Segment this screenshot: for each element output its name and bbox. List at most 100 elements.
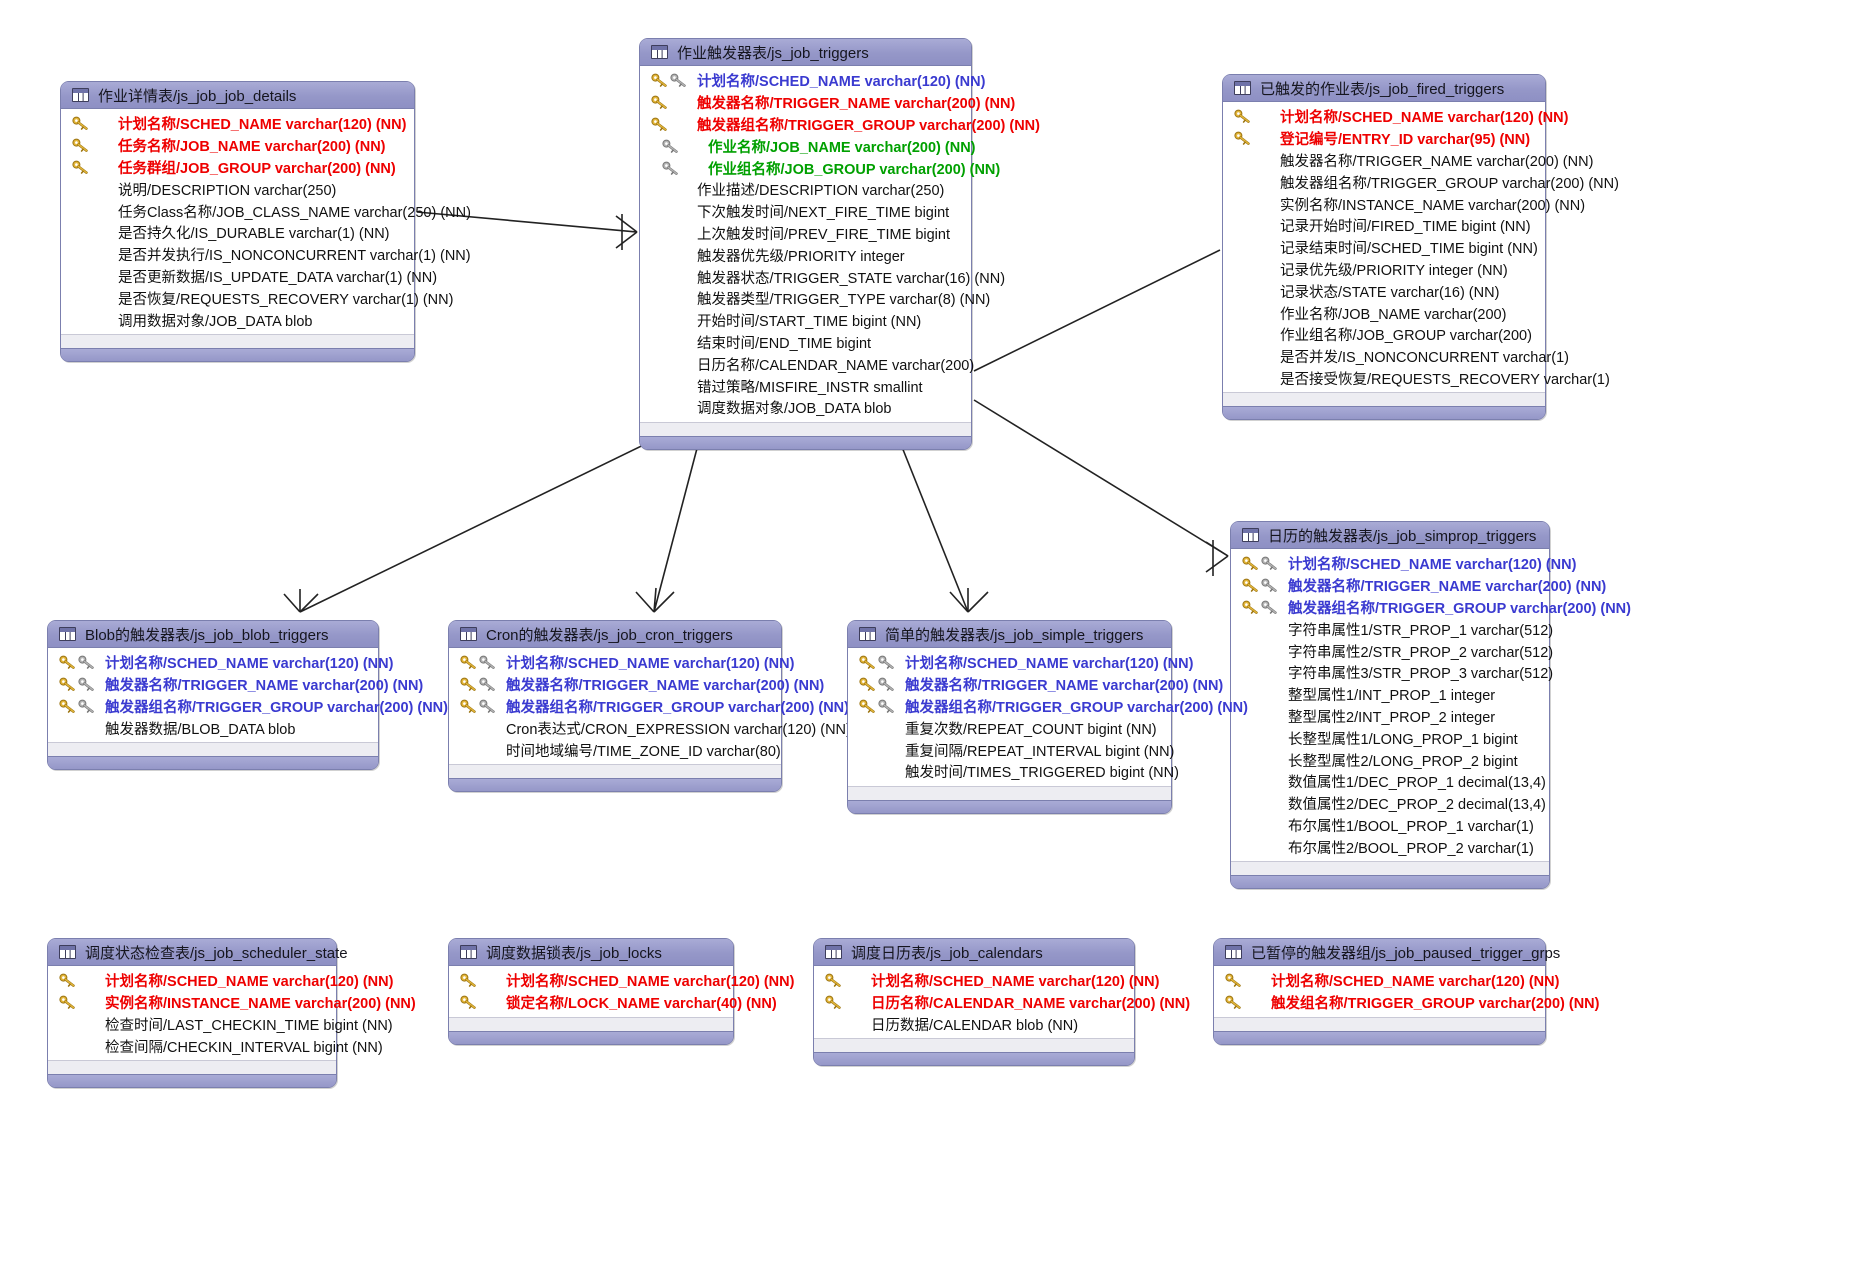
field-row[interactable]: 触发器名称/TRIGGER_NAME varchar(200) (NN) <box>449 674 824 696</box>
field-row[interactable]: 触发器组名称/TRIGGER_GROUP varchar(200) (NN) <box>640 114 1040 136</box>
field-row[interactable]: 触发器组名称/TRIGGER_GROUP varchar(200) (NN) <box>1223 171 1619 193</box>
field-row[interactable]: 作业组名称/JOB_GROUP varchar(200) (NN) <box>640 157 1000 179</box>
field-row[interactable]: 字符串属性1/STR_PROP_1 varchar(512) <box>1231 618 1553 640</box>
field-label: 计划名称/SCHED_NAME varchar(120) (NN) <box>1280 110 1569 127</box>
field-row[interactable]: 任务名称/JOB_NAME varchar(200) (NN) <box>61 135 414 157</box>
field-row[interactable]: 触发器名称/TRIGGER_NAME varchar(200) (NN) <box>1223 150 1593 172</box>
field-row[interactable]: 触发器名称/TRIGGER_NAME varchar(200) (NN) <box>848 674 1223 696</box>
field-row[interactable]: 计划名称/SCHED_NAME varchar(120) (NN) <box>640 70 985 92</box>
field-row[interactable]: 计划名称/SCHED_NAME varchar(120) (NN) <box>449 652 794 674</box>
field-row[interactable]: 触发器状态/TRIGGER_STATE varchar(16) (NN) <box>640 266 1005 288</box>
entity-job_triggers[interactable]: 作业触发器表/js_job_triggers 计划名称/SCHED_NAME v… <box>639 38 1040 450</box>
field-row[interactable]: 作业名称/JOB_NAME varchar(200) <box>1223 302 1545 324</box>
primary-key-icon <box>460 655 477 670</box>
field-label: 计划名称/SCHED_NAME varchar(120) (NN) <box>697 74 986 91</box>
field-row[interactable]: 计划名称/SCHED_NAME varchar(120) (NN) <box>848 652 1193 674</box>
entity-paused_trigger_grps[interactable]: 已暂停的触发器组/js_job_paused_trigger_grps 计划名称… <box>1213 938 1599 1045</box>
field-row[interactable]: 实例名称/INSTANCE_NAME varchar(200) (NN) <box>48 992 416 1014</box>
entity-blob_triggers[interactable]: Blob的触发器表/js_job_blob_triggers 计划名称/SCHE… <box>47 620 448 771</box>
field-row[interactable]: 重复间隔/REPEAT_INTERVAL bigint (NN) <box>848 739 1174 761</box>
field-row[interactable]: 触发器组名称/TRIGGER_GROUP varchar(200) (NN) <box>48 696 448 718</box>
field-row[interactable]: 记录开始时间/FIRED_TIME bigint (NN) <box>1223 215 1545 237</box>
entity-job_details[interactable]: 作业详情表/js_job_job_details 计划名称/SCHED_NAME… <box>60 81 471 362</box>
field-row[interactable]: 是否接受恢复/REQUESTS_RECOVERY varchar(1) <box>1223 368 1610 390</box>
field-row[interactable]: 记录状态/STATE varchar(16) (NN) <box>1223 280 1545 302</box>
field-row[interactable]: 日历数据/CALENDAR blob (NN) <box>814 1014 1134 1036</box>
field-row[interactable]: 长整型属性1/LONG_PROP_1 bigint <box>1231 727 1549 749</box>
field-row[interactable]: 下次触发时间/NEXT_FIRE_TIME bigint <box>640 201 971 223</box>
field-row[interactable]: 日历名称/CALENDAR_NAME varchar(200) <box>640 353 974 375</box>
field-row[interactable]: 触发器名称/TRIGGER_NAME varchar(200) (NN) <box>1231 575 1606 597</box>
field-row[interactable]: 检查时间/LAST_CHECKIN_TIME bigint (NN) <box>48 1014 393 1036</box>
field-row[interactable]: 布尔属性1/BOOL_PROP_1 varchar(1) <box>1231 815 1549 837</box>
relation-triggers-to-simprop[interactable] <box>973 399 1229 576</box>
entity-locks[interactable]: 调度数据锁表/js_job_locks 计划名称/SCHED_NAME varc… <box>448 938 794 1045</box>
field-row[interactable]: 重复次数/REPEAT_COUNT bigint (NN) <box>848 717 1171 739</box>
field-row[interactable]: 触发器数据/BLOB_DATA blob <box>48 717 378 739</box>
field-row[interactable]: 是否并发/IS_NONCONCURRENT varchar(1) <box>1223 346 1569 368</box>
field-row[interactable]: 计划名称/SCHED_NAME varchar(120) (NN) <box>814 970 1159 992</box>
field-row[interactable]: 计划名称/SCHED_NAME varchar(120) (NN) <box>48 652 393 674</box>
entity-simprop_triggers[interactable]: 日历的触发器表/js_job_simprop_triggers 计划名称/SCH… <box>1230 521 1631 890</box>
field-row[interactable]: 时间地域编号/TIME_ZONE_ID varchar(80) <box>449 739 781 761</box>
field-row[interactable]: 实例名称/INSTANCE_NAME varchar(200) (NN) <box>1223 193 1585 215</box>
entity-fired_triggers[interactable]: 已触发的作业表/js_job_fired_triggers 计划名称/SCHED… <box>1222 74 1619 421</box>
field-row[interactable]: 登记编号/ENTRY_ID varchar(95) (NN) <box>1223 128 1545 150</box>
field-row[interactable]: 记录优先级/PRIORITY integer (NN) <box>1223 259 1545 281</box>
entity-scheduler_state[interactable]: 调度状态检查表/js_job_scheduler_state 计划名称/SCHE… <box>47 938 416 1089</box>
entity-simple_triggers[interactable]: 简单的触发器表/js_job_simple_triggers 计划名称/SCHE… <box>847 620 1248 814</box>
field-row[interactable]: 长整型属性2/LONG_PROP_2 bigint <box>1231 749 1549 771</box>
field-row[interactable]: 数值属性1/DEC_PROP_1 decimal(13,4) <box>1231 771 1549 793</box>
field-row[interactable]: 整型属性2/INT_PROP_2 integer <box>1231 706 1549 728</box>
field-row[interactable]: 数值属性2/DEC_PROP_2 decimal(13,4) <box>1231 793 1549 815</box>
field-row[interactable]: 计划名称/SCHED_NAME varchar(120) (NN) <box>1231 553 1576 575</box>
field-row[interactable]: 触发器类型/TRIGGER_TYPE varchar(8) (NN) <box>640 288 990 310</box>
field-row[interactable]: 计划名称/SCHED_NAME varchar(120) (NN) <box>449 970 794 992</box>
field-row[interactable]: 布尔属性2/BOOL_PROP_2 varchar(1) <box>1231 836 1549 858</box>
field-row[interactable]: 是否更新数据/IS_UPDATE_DATA varchar(1) (NN) <box>61 266 437 288</box>
field-label: 下次触发时间/NEXT_FIRE_TIME bigint <box>697 205 950 222</box>
field-row[interactable]: 触发器组名称/TRIGGER_GROUP varchar(200) (NN) <box>449 696 849 718</box>
field-row[interactable]: 触发器名称/TRIGGER_NAME varchar(200) (NN) <box>640 92 1015 114</box>
field-row[interactable]: 开始时间/START_TIME bigint (NN) <box>640 310 971 332</box>
field-row[interactable]: 作业名称/JOB_NAME varchar(200) (NN) <box>640 135 976 157</box>
field-row[interactable]: 触发器组名称/TRIGGER_GROUP varchar(200) (NN) <box>1231 597 1631 619</box>
field-row[interactable]: 计划名称/SCHED_NAME varchar(120) (NN) <box>48 970 393 992</box>
field-row[interactable]: Cron表达式/CRON_EXPRESSION varchar(120) (NN… <box>449 717 851 739</box>
field-row[interactable]: 触发器组名称/TRIGGER_GROUP varchar(200) (NN) <box>848 696 1248 718</box>
field-row[interactable]: 调度数据对象/JOB_DATA blob <box>640 397 971 419</box>
field-row[interactable]: 触发时间/TIMES_TRIGGERED bigint (NN) <box>848 761 1179 783</box>
field-row[interactable]: 触发器名称/TRIGGER_NAME varchar(200) (NN) <box>48 674 423 696</box>
field-row[interactable]: 作业描述/DESCRIPTION varchar(250) <box>640 179 971 201</box>
field-row[interactable]: 字符串属性3/STR_PROP_3 varchar(512) <box>1231 662 1553 684</box>
field-row[interactable]: 锁定名称/LOCK_NAME varchar(40) (NN) <box>449 992 777 1014</box>
field-row[interactable]: 记录结束时间/SCHED_TIME bigint (NN) <box>1223 237 1545 259</box>
field-row[interactable]: 是否恢复/REQUESTS_RECOVERY varchar(1) (NN) <box>61 287 453 309</box>
field-row[interactable]: 触发组名称/TRIGGER_GROUP varchar(200) (NN) <box>1214 992 1599 1014</box>
field-row[interactable]: 检查间隔/CHECKIN_INTERVAL bigint (NN) <box>48 1035 383 1057</box>
field-row[interactable]: 调用数据对象/JOB_DATA blob <box>61 309 414 331</box>
field-row[interactable]: 触发器优先级/PRIORITY integer <box>640 244 971 266</box>
field-row[interactable]: 整型属性1/INT_PROP_1 integer <box>1231 684 1549 706</box>
field-row[interactable]: 任务Class名称/JOB_CLASS_NAME varchar(250) (N… <box>61 200 471 222</box>
relation-triggers-to-simple[interactable] <box>897 436 989 613</box>
field-row[interactable]: 计划名称/SCHED_NAME varchar(120) (NN) <box>1223 106 1568 128</box>
relation-triggers-to-cron[interactable] <box>635 436 701 613</box>
field-row[interactable]: 字符串属性2/STR_PROP_2 varchar(512) <box>1231 640 1553 662</box>
relation-triggers-to-fired[interactable] <box>973 249 1221 372</box>
field-row[interactable]: 结束时间/END_TIME bigint <box>640 332 971 354</box>
field-row[interactable]: 上次触发时间/PREV_FIRE_TIME bigint <box>640 223 971 245</box>
field-row[interactable]: 是否并发执行/IS_NONCONCURRENT varchar(1) (NN) <box>61 244 471 266</box>
field-row[interactable]: 是否持久化/IS_DURABLE varchar(1) (NN) <box>61 222 414 244</box>
field-row[interactable]: 错过策略/MISFIRE_INSTR smallint <box>640 375 971 397</box>
field-row[interactable]: 任务群组/JOB_GROUP varchar(200) (NN) <box>61 157 414 179</box>
field-row[interactable]: 计划名称/SCHED_NAME varchar(120) (NN) <box>61 113 414 135</box>
entity-cron_triggers[interactable]: Cron的触发器表/js_job_cron_triggers 计划名称/SCHE… <box>448 620 851 792</box>
entity-calendars[interactable]: 调度日历表/js_job_calendars 计划名称/SCHED_NAME v… <box>813 938 1190 1067</box>
field-row[interactable]: 作业组名称/JOB_GROUP varchar(200) <box>1223 324 1545 346</box>
relation-triggers-to-blob[interactable] <box>283 436 661 613</box>
field-label: 字符串属性1/STR_PROP_1 varchar(512) <box>1288 622 1554 639</box>
field-row[interactable]: 说明/DESCRIPTION varchar(250) <box>61 178 414 200</box>
field-row[interactable]: 日历名称/CALENDAR_NAME varchar(200) (NN) <box>814 992 1190 1014</box>
field-row[interactable]: 计划名称/SCHED_NAME varchar(120) (NN) <box>1214 970 1559 992</box>
